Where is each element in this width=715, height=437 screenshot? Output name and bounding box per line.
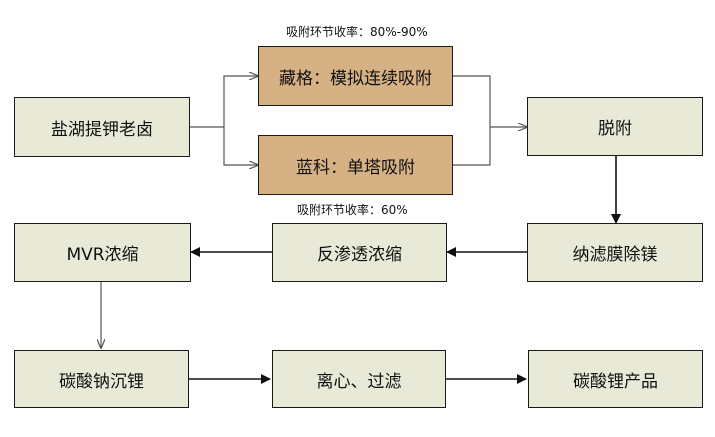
node-nanofiltration: 纳滤膜除镁	[527, 223, 703, 282]
zangge-yield-note: 吸附环节收率：80%-90%	[286, 25, 428, 39]
node-centrifuge-filtration: 离心、过滤	[272, 350, 446, 408]
node-precipitation: 碳酸钠沉锂	[14, 350, 189, 408]
lanke-yield-note: 吸附环节收率：60%	[297, 203, 408, 217]
node-zangge-adsorption: 藏格：模拟连续吸附	[258, 46, 453, 106]
node-desorption: 脱附	[527, 97, 703, 156]
node-mvr: MVR浓缩	[14, 223, 191, 282]
node-lanke-adsorption: 蓝科：单塔吸附	[258, 135, 453, 195]
node-product: 碳酸锂产品	[528, 350, 703, 408]
connector-lanke-merge	[453, 127, 491, 166]
connector-split-lanke	[223, 127, 258, 165]
connector-zangge-merge	[453, 75, 491, 127]
node-brine: 盐湖提钾老卤	[14, 97, 190, 157]
connector-split-zangge	[223, 76, 258, 127]
node-reverse-osmosis: 反渗透浓缩	[272, 223, 447, 282]
